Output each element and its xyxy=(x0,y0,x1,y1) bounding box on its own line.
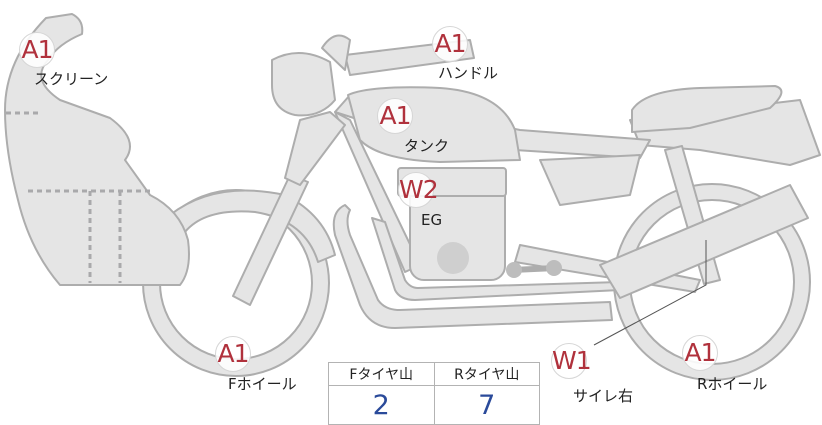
screen-grade-badge: A1 xyxy=(19,32,55,68)
table-row: 2 7 xyxy=(328,385,540,425)
muffler-label: サイレ右 xyxy=(573,387,634,405)
rear-tread-header: Rタイヤ山 xyxy=(433,362,540,386)
screen-label: スクリーン xyxy=(34,70,109,88)
rwheel-label: Rホイール xyxy=(697,375,768,393)
fwheel-grade-badge: A1 xyxy=(215,336,251,372)
tank-label: タンク xyxy=(404,137,450,155)
engine-label: EG xyxy=(421,211,443,229)
exhaust-pipe-1 xyxy=(332,204,613,329)
table-header-row: Fタイヤ山 Rタイヤ山 xyxy=(328,362,540,386)
rwheel-grade-badge: A1 xyxy=(682,335,718,371)
handle-label: ハンドル xyxy=(438,64,499,82)
front-tread-header: Fタイヤ山 xyxy=(328,362,435,386)
headlight-cowl xyxy=(271,52,336,117)
engine-grade-badge: W2 xyxy=(398,172,439,208)
windscreen xyxy=(4,13,190,286)
side-cover xyxy=(539,154,641,206)
tank-grade-badge: A1 xyxy=(377,98,413,134)
muffler xyxy=(599,184,809,299)
seat xyxy=(631,85,783,133)
handle-grade-badge: A1 xyxy=(432,26,468,62)
muffler-grade-badge: W1 xyxy=(551,343,592,379)
engine-cover xyxy=(437,242,469,274)
fwheel-label: Fホイール xyxy=(228,375,297,393)
rear-tread-value: 7 xyxy=(433,385,540,425)
front-tread-value: 2 xyxy=(328,385,435,425)
tire-tread-table: Fタイヤ山 Rタイヤ山 2 7 xyxy=(328,362,540,425)
